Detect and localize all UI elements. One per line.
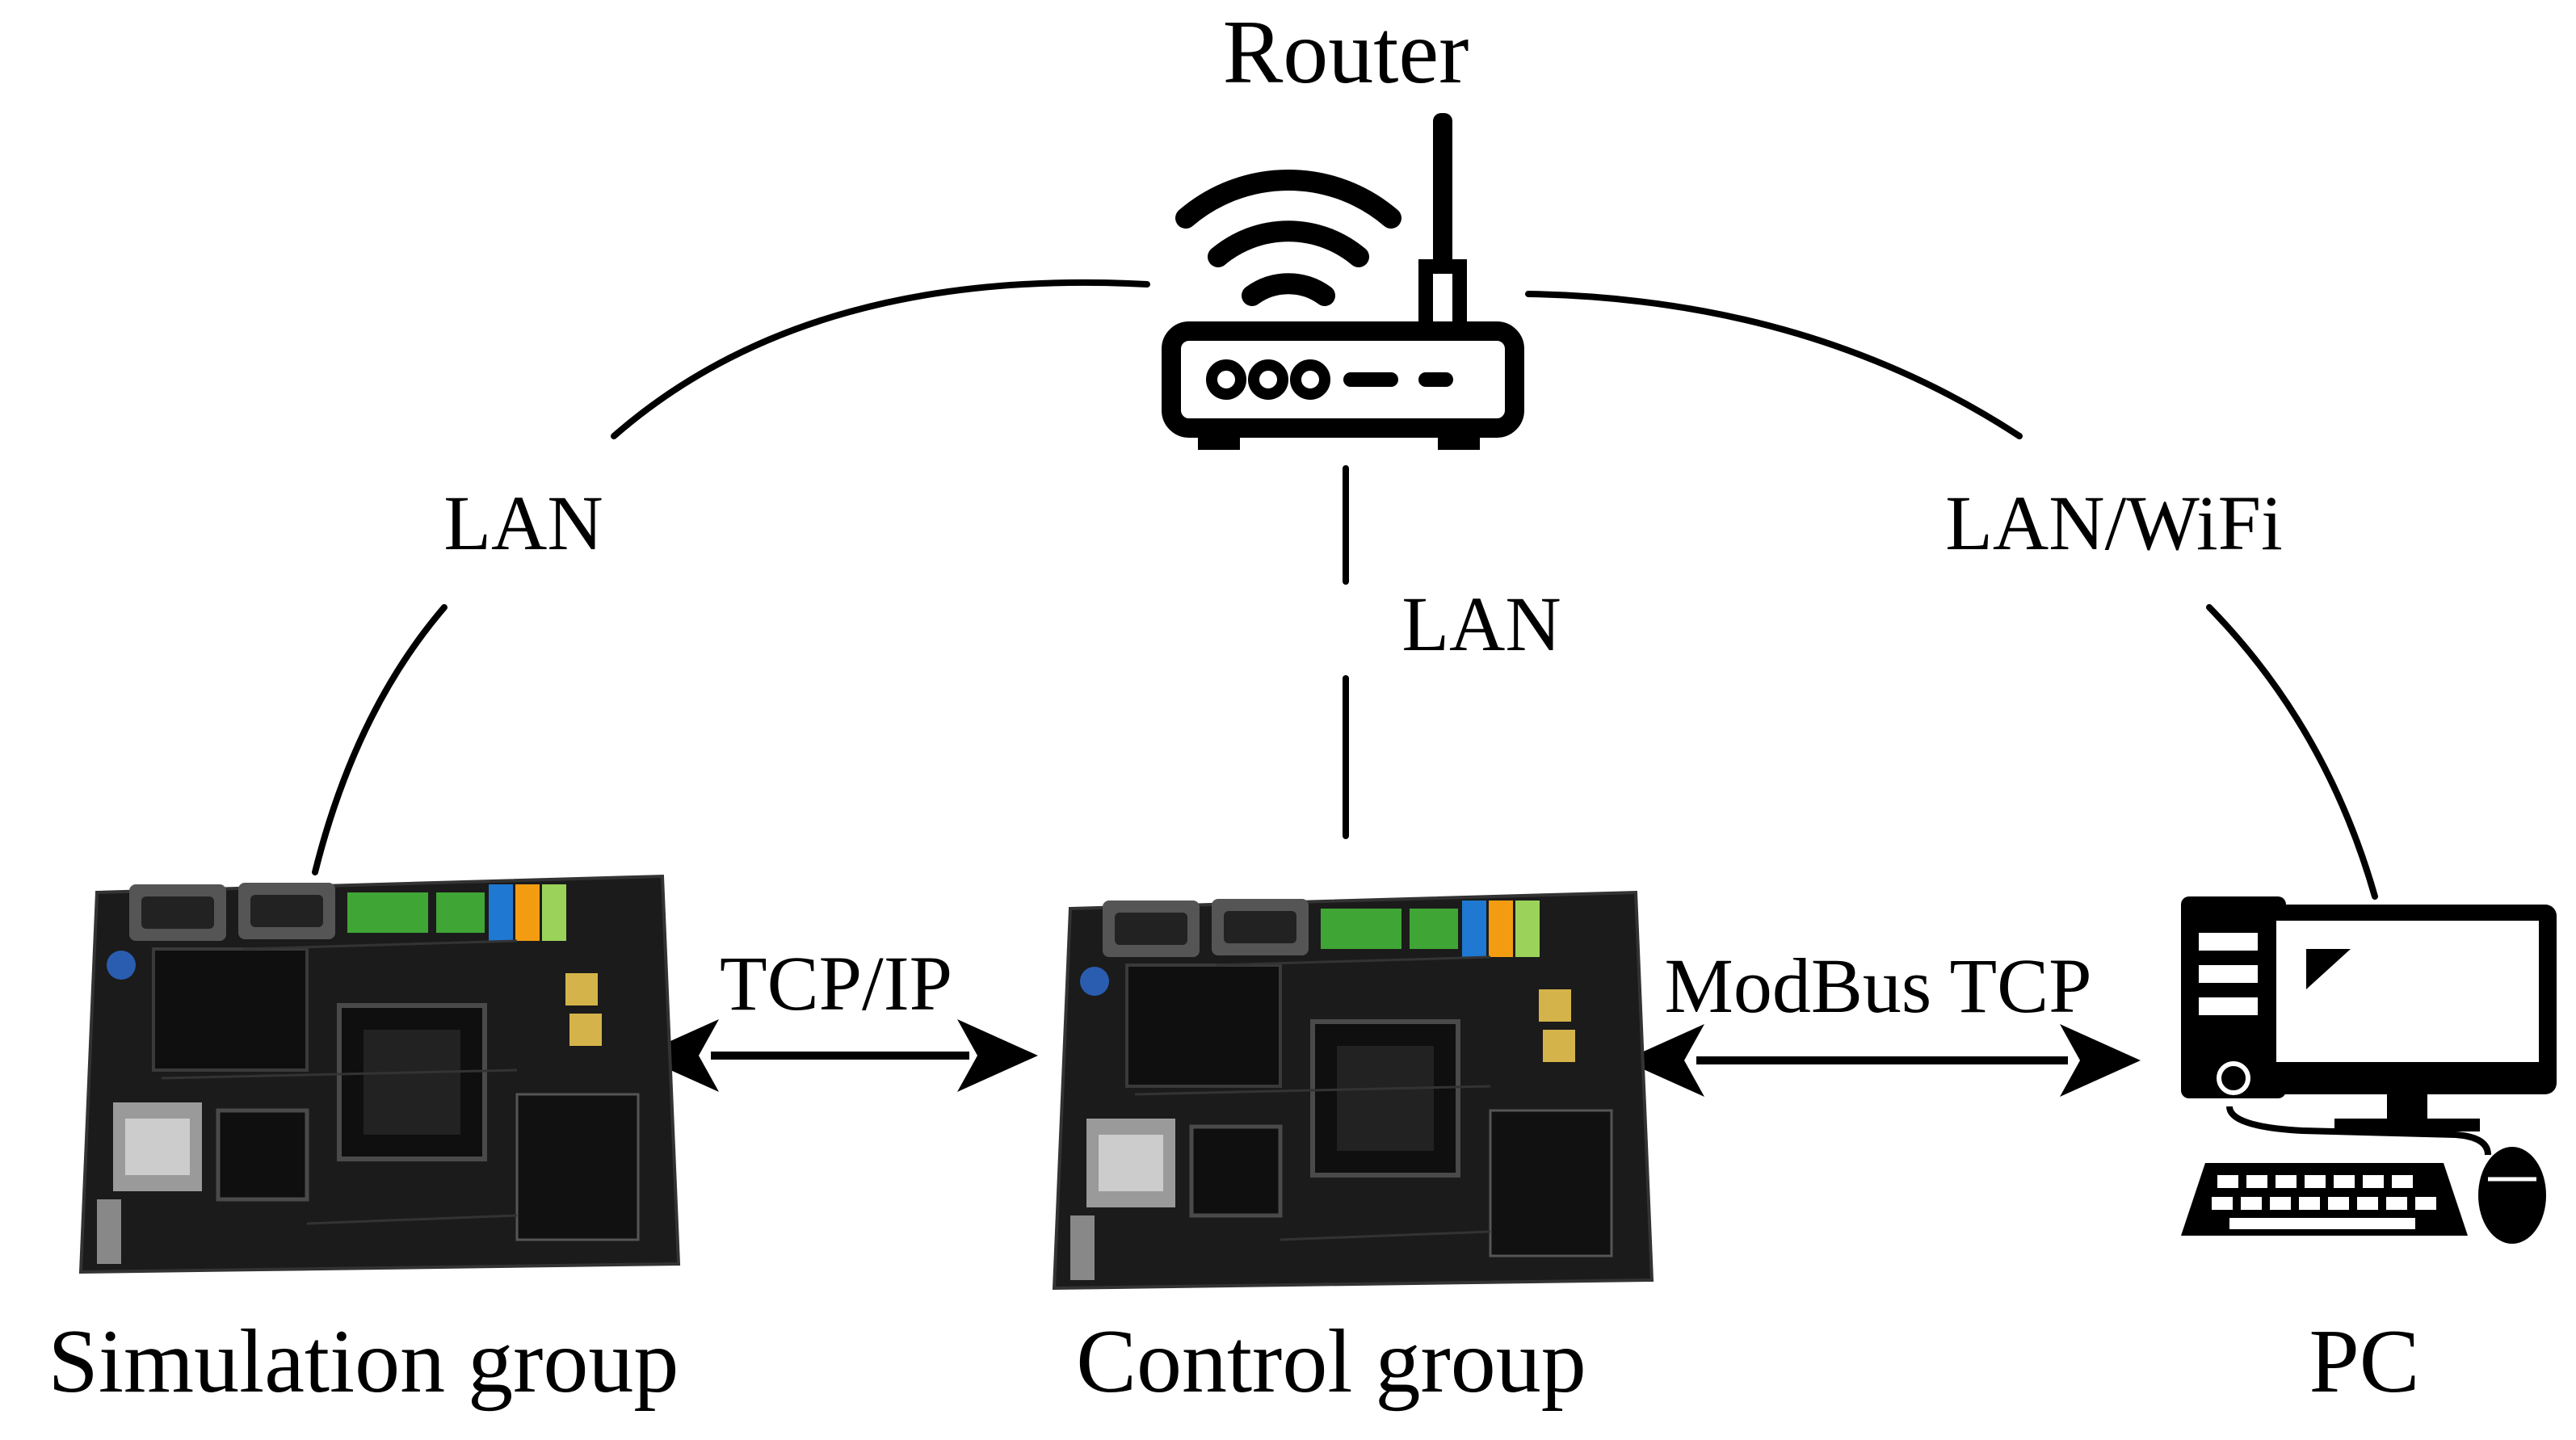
control-board-image	[1054, 892, 1652, 1288]
router-label: Router	[1223, 2, 1469, 103]
link-router-simulation	[312, 279, 1150, 875]
tcp-ip-label: TCP/IP	[720, 940, 952, 1026]
simulation-group-label: Simulation group	[48, 1312, 679, 1412]
link-router-pc	[1525, 291, 2378, 900]
link-router-pc-upper	[1525, 291, 2023, 439]
link-router-pc-lower	[2206, 604, 2378, 900]
lan-label-control: LAN	[1401, 581, 1561, 667]
lan-label-simulation: LAN	[443, 480, 603, 566]
simulation-board-image	[81, 876, 679, 1272]
lan-wifi-label: LAN/WiFi	[1945, 480, 2282, 566]
link-router-simulation-upper	[611, 279, 1150, 439]
arrow-control-pc	[1624, 1024, 2141, 1097]
desktop-computer-icon	[2181, 896, 2557, 1244]
control-group-label: Control group	[1076, 1312, 1586, 1412]
pc-label: PC	[2309, 1312, 2420, 1412]
router-icon	[1162, 113, 1524, 450]
link-router-simulation-lower	[312, 604, 448, 875]
arrow-simulation-control	[638, 1019, 1038, 1092]
modbus-tcp-label: ModBus TCP	[1664, 943, 2091, 1029]
